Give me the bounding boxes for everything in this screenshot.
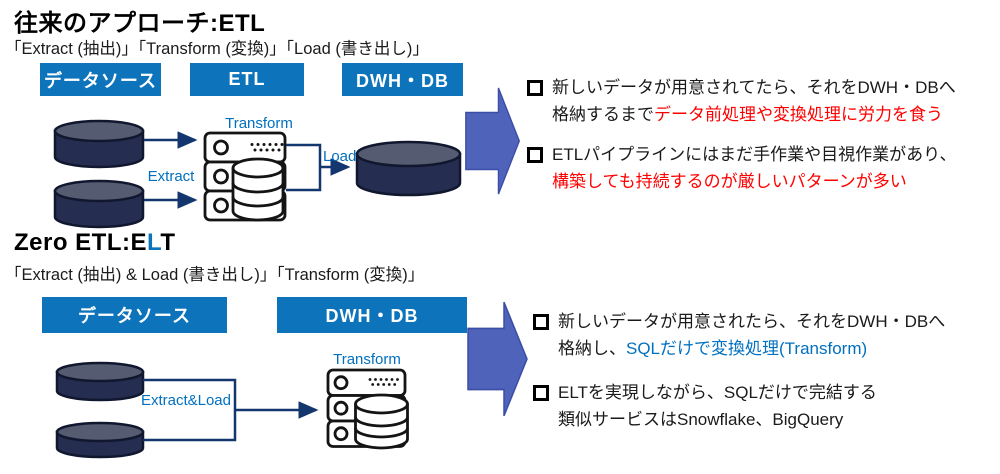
header-box-datasource-2: データソース [42, 297, 227, 333]
header-box-etl-label: ETL [228, 69, 266, 89]
note-line: 格納するまでデータ前処理や変換処理に労力を食う [552, 105, 943, 124]
note-line: ETLパイプラインにはまだ手作業や目視作業があり、 [552, 145, 957, 164]
header-box-dwh-2-label: DWH・DB [325, 306, 419, 326]
server-vent-dots [250, 143, 284, 152]
load-label: Load [323, 148, 356, 165]
dwh-server-icon [326, 368, 409, 450]
highlight-text: SQLだけで変換処理(Transform) [626, 339, 868, 358]
note-item: ETLパイプラインにはまだ手作業や目視作業があり、 構築しても持続するのが厳しい… [527, 141, 957, 195]
checkbox-bullet-icon [533, 314, 549, 330]
dwh-database-icon [355, 140, 462, 197]
note-item: 新しいデータが用意されてたら、それをDWH・DBへ 格納するまでデータ前処理や変… [527, 74, 957, 128]
elt-notes: 新しいデータが用意されたら、それをDWH・DBへ 格納し、SQLだけで変換処理(… [533, 308, 945, 433]
elt-section-subtitle: 「Extract (抽出) & Load (書き出し)」「Transform (… [5, 266, 425, 284]
note-line: ELTを実現しながら、SQLだけで完結する [558, 383, 877, 402]
source-database-icon [55, 361, 145, 402]
source-database-icon [53, 179, 145, 229]
checkbox-bullet-icon [527, 80, 543, 96]
server-database-icon [354, 393, 409, 450]
checkbox-bullet-icon [527, 147, 543, 163]
extract-label: Extract [148, 168, 196, 185]
transform-label: Transform [333, 351, 401, 368]
extract-load-label: Extract&Load [141, 392, 231, 409]
note-item: 新しいデータが用意されたら、それをDWH・DBへ 格納し、SQLだけで変換処理(… [533, 308, 945, 362]
note-line: 新しいデータが用意されたら、それをDWH・DBへ [558, 312, 946, 331]
header-box-datasource-2-label: データソース [77, 306, 192, 326]
note-line: 格納し、SQLだけで変換処理(Transform) [558, 339, 868, 358]
etl-notes: 新しいデータが用意されてたら、それをDWH・DBへ 格納するまでデータ前処理や変… [527, 74, 957, 195]
alert-text: データ前処理や変換処理に労力を食う [654, 105, 943, 124]
header-box-dwh-2: DWH・DB [277, 297, 467, 333]
big-right-arrow-icon [467, 301, 528, 417]
merge-connector [143, 378, 237, 442]
big-right-arrow-icon [465, 87, 521, 195]
elt-flow-diagram: Extract&Load Transform [55, 351, 409, 459]
note-item: ELTを実現しながら、SQLだけで完結する 類似サービスはSnowflake、B… [533, 379, 945, 433]
header-box-dwh: DWH・DB [342, 63, 463, 96]
checkbox-bullet-icon [533, 385, 549, 401]
header-box-datasource: データソース [40, 63, 161, 96]
etl-section-title: 往来のアプローチ:ETL [14, 10, 266, 37]
source-database-icon [53, 119, 145, 169]
alert-text: 構築しても持続するのが厳しいパターンが多い [552, 172, 907, 191]
server-vent-dots [368, 378, 399, 386]
header-box-etl: ETL [190, 63, 304, 96]
etl-flow-diagram: Extract Transform [53, 115, 462, 229]
transform-label: Transform [225, 115, 293, 132]
note-line: 類似サービスはSnowflake、BigQuery [558, 410, 844, 429]
header-box-dwh-label: DWH・DB [356, 70, 449, 91]
server-database-icon [231, 157, 285, 222]
note-line: 新しいデータが用意されてたら、それをDWH・DBへ [552, 78, 956, 97]
header-box-datasource-label: データソース [43, 70, 158, 91]
elt-section-title: Zero ETL:ELT [14, 229, 176, 256]
etl-server-icon [203, 131, 287, 222]
load-connector [286, 143, 322, 192]
etl-section-subtitle: 「Extract (抽出)」「Transform (変換)」「Load (書き出… [5, 40, 429, 58]
highlighted-letter: L [147, 229, 161, 256]
source-database-icon [55, 421, 145, 459]
